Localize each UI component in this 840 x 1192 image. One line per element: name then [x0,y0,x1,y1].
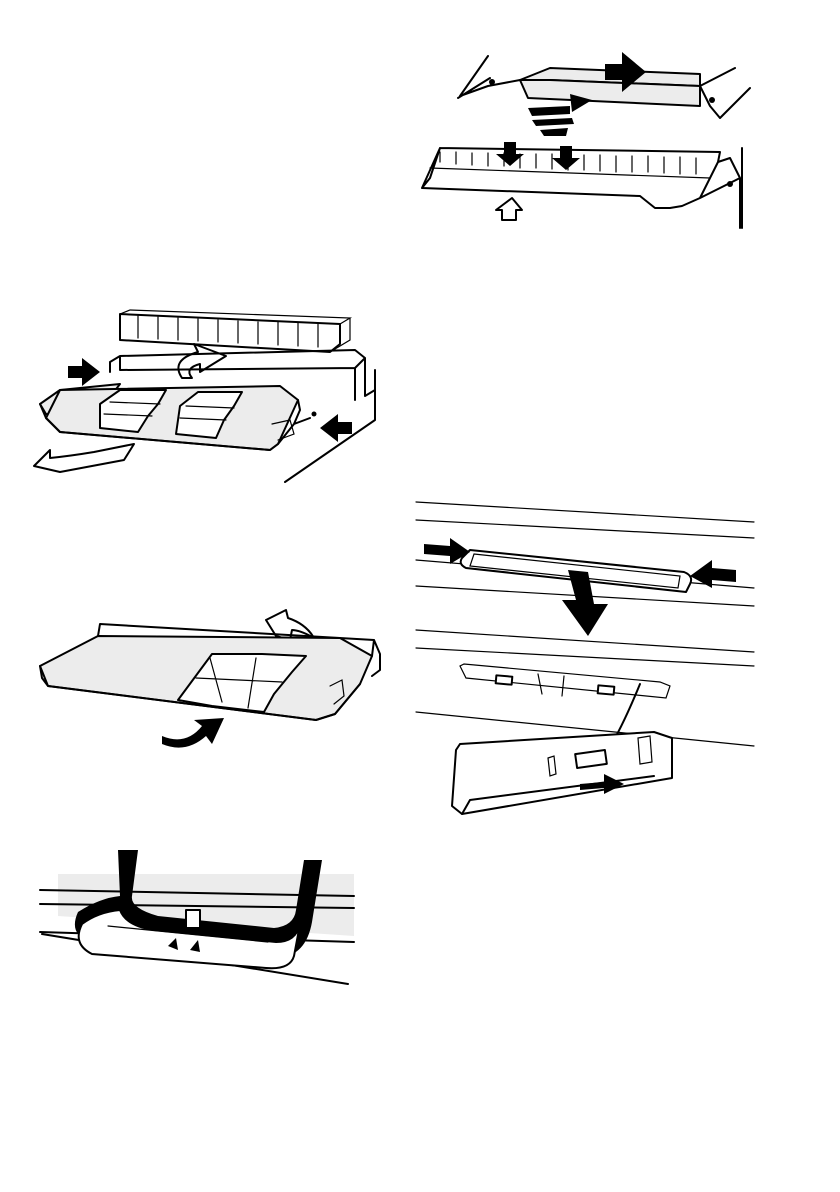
filter-lift-drawing [20,300,390,490]
figure-handle-detail [38,846,358,988]
filter-strip-top [120,314,340,352]
figure-panel-slide [400,28,770,238]
handle-detail-drawing [38,846,358,988]
pull-arrow-icon [34,444,134,472]
screw-left [489,79,495,85]
figure-lamp-cover [408,488,768,828]
connector [575,750,607,768]
vent-baseline [430,168,710,178]
filter-housing [422,148,742,228]
lift-arrow-icon [178,344,226,378]
panel-slide-drawing [400,28,770,238]
screw-right [709,97,715,103]
figure-filter-lift [20,300,390,490]
lamp-cover-drawing [408,488,768,828]
press-arrow-left-icon [68,358,100,386]
housing-screw [727,181,733,187]
socket-housing [460,664,670,698]
dashed-arrow-icon [528,106,574,136]
tilt-down-arrow-icon [162,718,224,748]
figure-filter-tray [30,596,390,772]
housing-screw-lift [312,412,317,417]
press-arrow-right-icon [320,414,352,442]
handle-latch [186,910,200,928]
filter-tray-drawing [30,596,390,772]
socket-slot-right [598,685,615,694]
socket-slot-left [496,675,513,684]
filter-tray-body [46,386,298,450]
lift-up-arrow-icon [496,198,522,220]
